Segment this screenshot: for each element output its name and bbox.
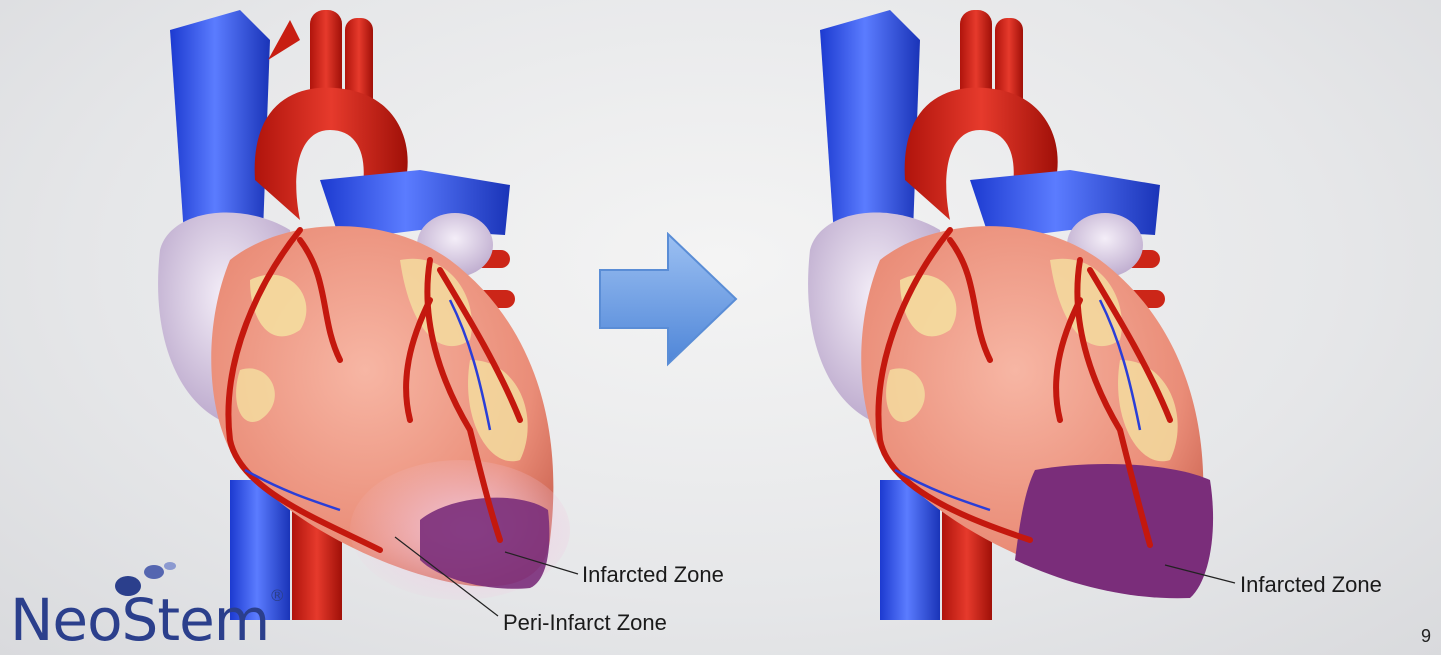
page-number: 9 [1421, 626, 1431, 647]
label-peri-infarct-zone: Peri-Infarct Zone [503, 610, 667, 636]
logo-text: NeoStem® [10, 586, 284, 654]
heart-after-illustration [780, 0, 1441, 655]
right-arrow-icon [596, 232, 741, 367]
label-infarcted-zone-left: Infarcted Zone [582, 562, 724, 588]
neostem-logo: NeoStem® [10, 560, 310, 650]
label-infarcted-zone-right: Infarcted Zone [1240, 572, 1382, 598]
